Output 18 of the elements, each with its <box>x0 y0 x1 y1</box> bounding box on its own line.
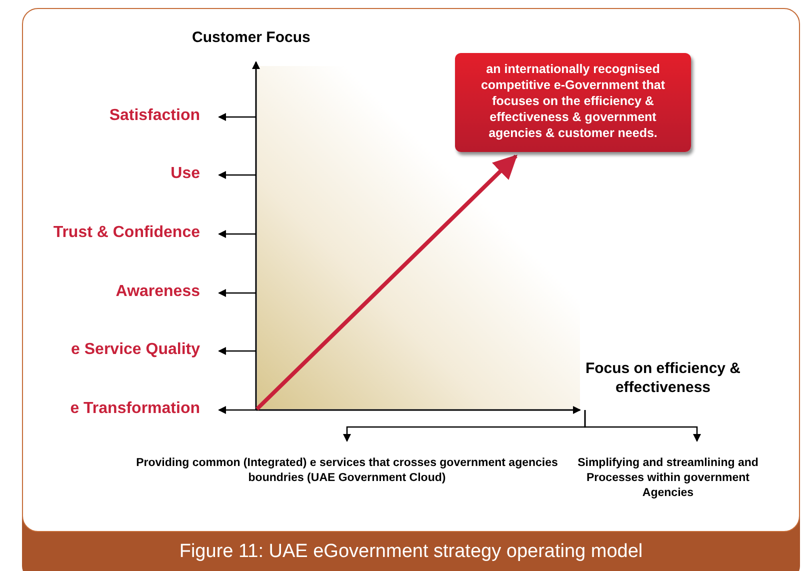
level-label: Trust & Confidence <box>0 222 200 244</box>
arrow <box>218 289 256 297</box>
level-label: Satisfaction <box>0 105 200 127</box>
axis-title: Focus on efficiency & effectiveness <box>584 359 742 397</box>
arrow <box>218 347 256 355</box>
level-label: Use <box>0 163 200 185</box>
arrow <box>256 154 518 410</box>
level-label: Awareness <box>0 281 200 303</box>
goal-callout: an internationally recognised competitive e-Government that focuses on the efficiency & effectiveness & government agencies & customer needs. <box>455 53 691 152</box>
arrow <box>218 406 256 414</box>
level-label: e Transformation <box>0 398 200 420</box>
arrow <box>218 113 256 121</box>
arrow <box>218 171 256 179</box>
level-label: e Service Quality <box>0 339 200 361</box>
caption: Figure 11: UAE eGovernment strategy operating model <box>179 540 643 564</box>
arrow <box>218 230 256 238</box>
axis-title: Customer Focus <box>192 28 310 48</box>
arrow <box>584 410 701 442</box>
